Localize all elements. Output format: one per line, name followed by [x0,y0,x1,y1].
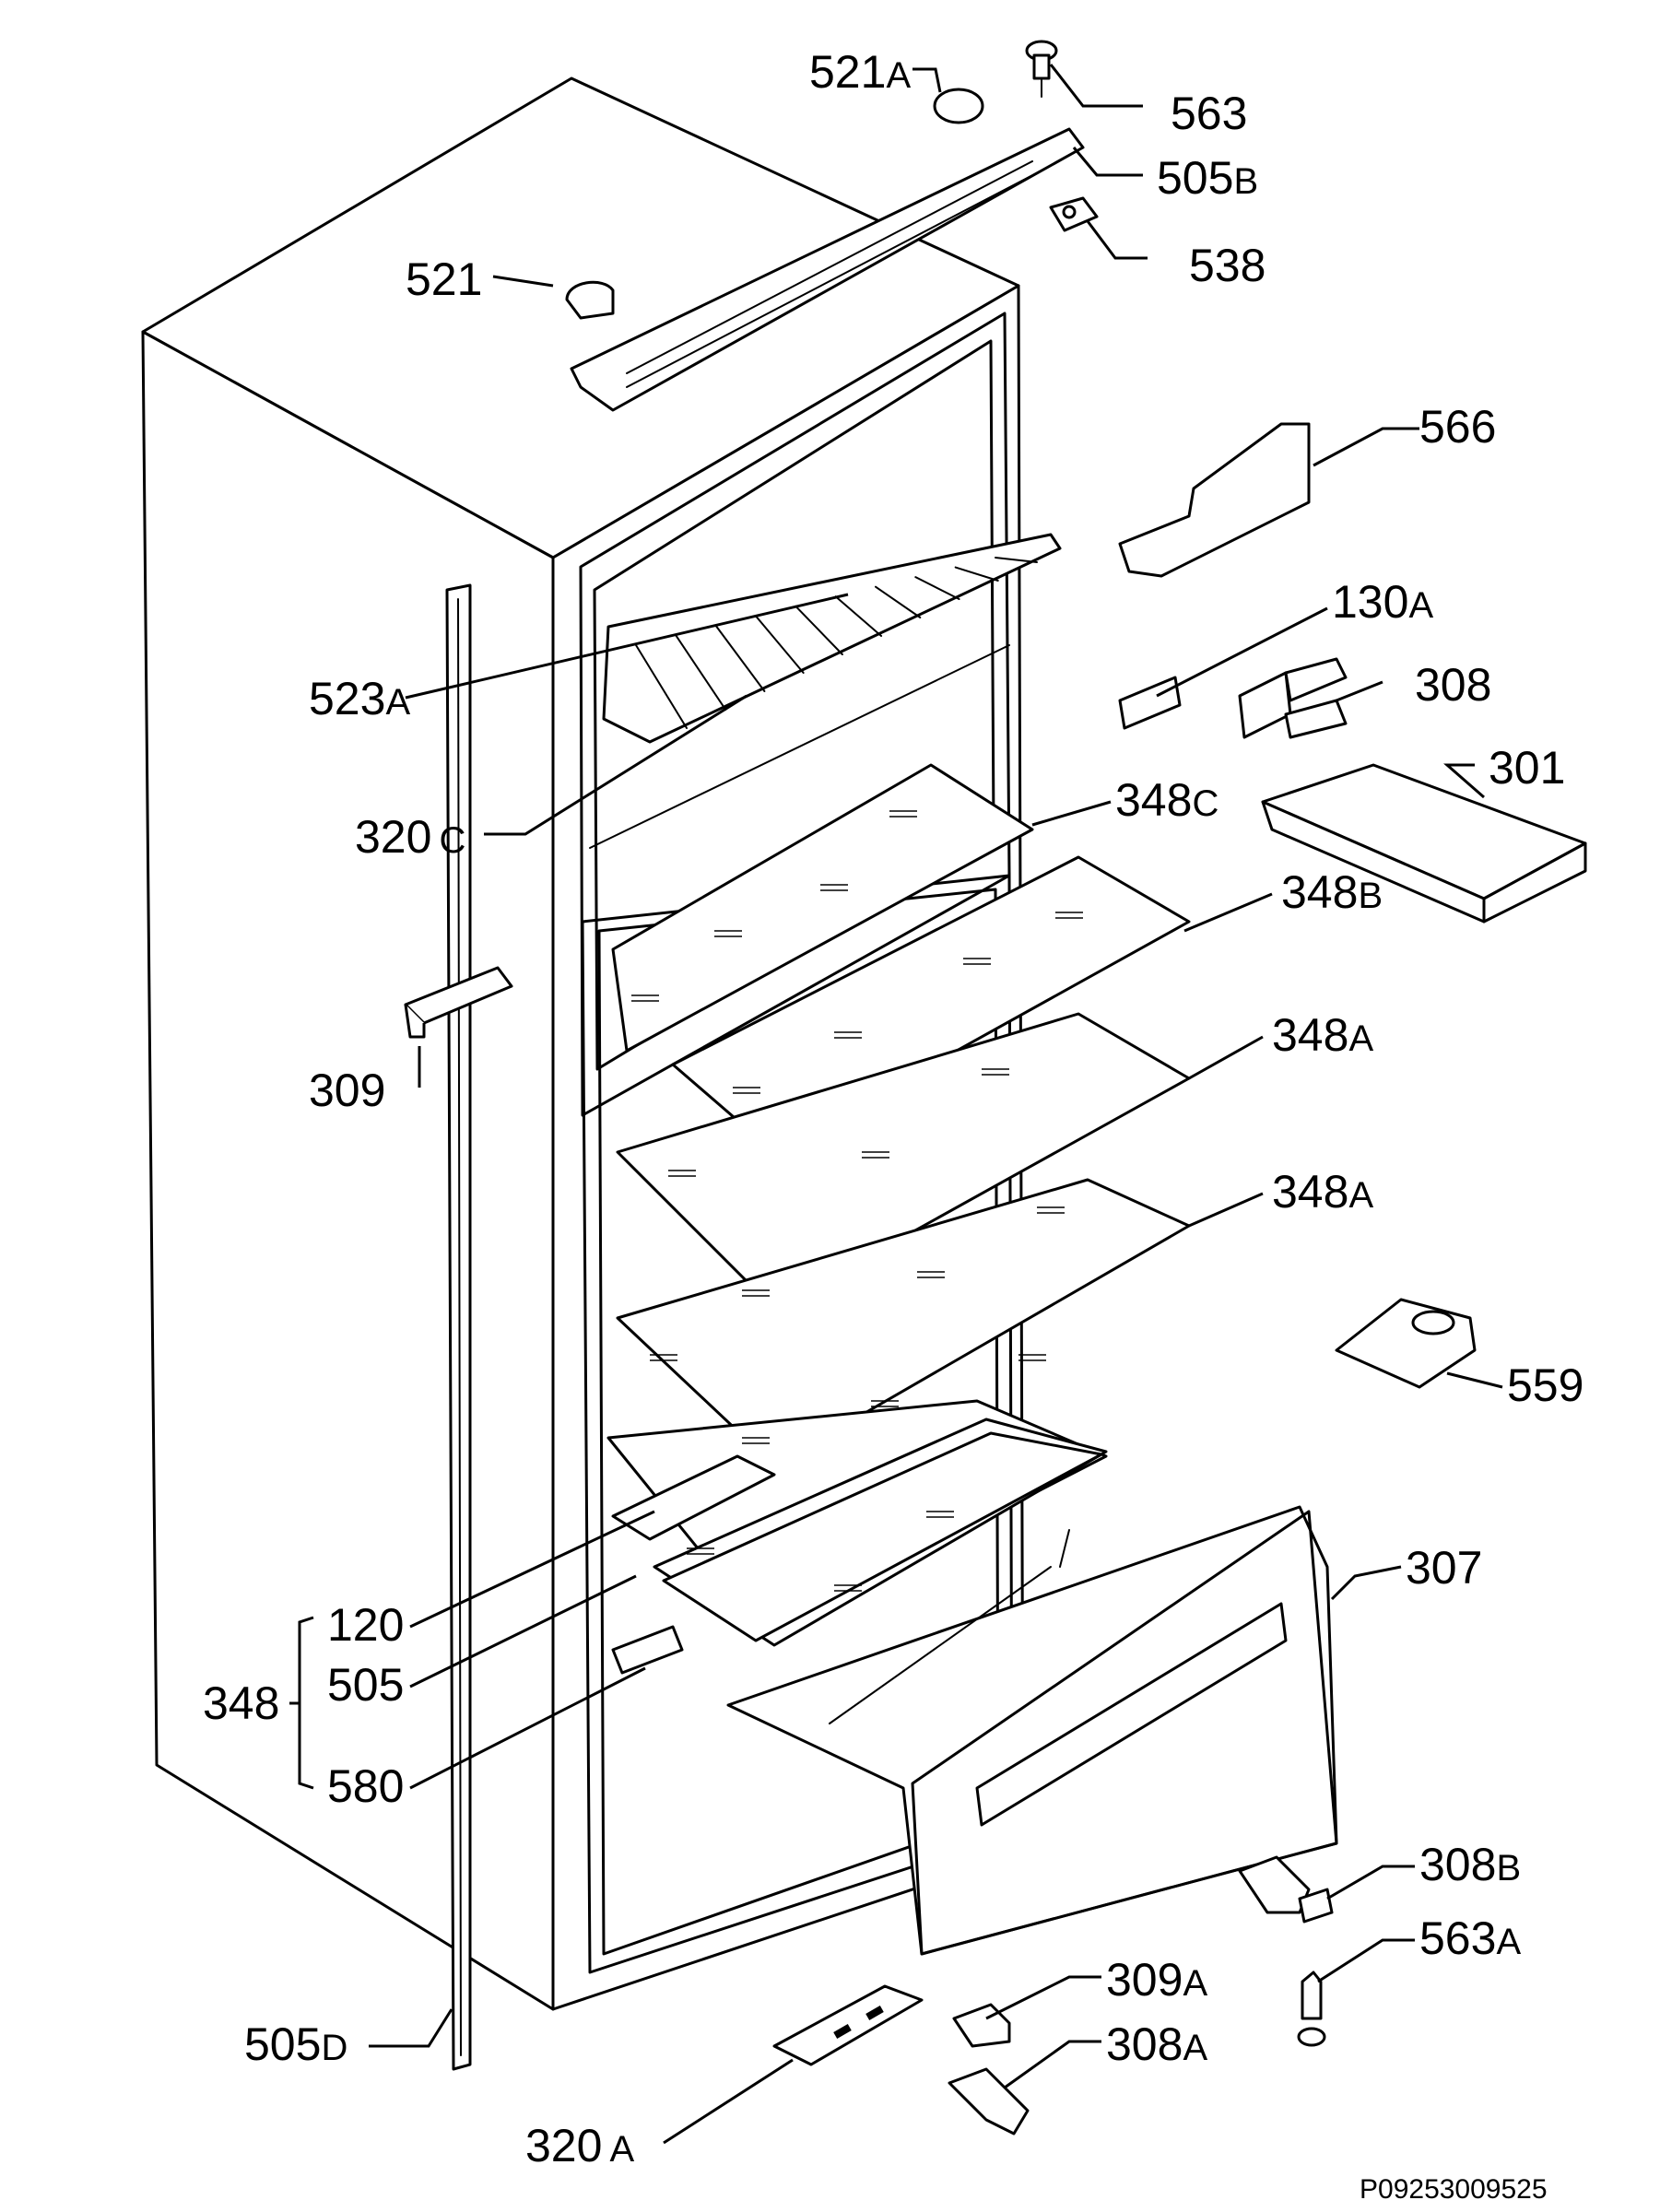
part-plate-130A [1118,676,1182,730]
grille-bar [834,595,883,637]
label-308B: 308B [1419,1839,1521,1890]
part-light-cover-559 [1335,1298,1477,1389]
freezer-grille [602,533,1062,744]
label-308A: 308A [1106,2018,1207,2070]
part-pin-563 [1025,40,1058,98]
label-563: 563 [1171,88,1247,139]
label-580: 580 [327,1760,404,1812]
label-307: 307 [1406,1542,1482,1594]
label-120: 120 [327,1599,404,1651]
part-cap-521A [933,88,984,124]
label-523A: 523A [309,673,410,724]
label-130A: 130A [1332,576,1433,628]
grille-bar [995,557,1038,563]
label-538: 538 [1189,240,1266,291]
part-hinge-308 [1238,657,1348,739]
part-pin-563A [1297,1971,1326,2047]
part-hinge-308B [1238,1855,1334,1924]
grille-bar [675,634,727,711]
part-switch-580 [611,1625,684,1675]
label-308: 308 [1415,659,1491,711]
label-348A-upper: 348A [1272,1009,1373,1061]
label-505D: 505D [244,2018,347,2070]
label-348A-lower: 348A [1272,1166,1373,1218]
label-348C: 348C [1115,774,1219,826]
top-hinge-bar [570,127,1085,412]
part-clip-309 [404,966,513,1039]
grille-bar [875,585,922,618]
label-566: 566 [1419,401,1496,453]
part-ice-tray-301 [1261,763,1587,924]
label-521: 521 [406,253,482,305]
part-hinge-308A [948,2067,1030,2136]
part-handle-566 [1118,422,1311,578]
part-rail-320A [772,1984,924,2066]
label-309A: 309A [1106,1954,1207,2006]
label-348: 348 [203,1677,279,1729]
label-505: 505 [327,1659,404,1711]
label-505B: 505B [1157,152,1258,204]
grille-bar [795,605,843,655]
part-cap-521 [565,280,615,320]
glass-shelves [606,763,1191,1647]
label-309: 309 [309,1065,385,1116]
label-559: 559 [1507,1359,1583,1411]
crisper-drawer [726,1505,1338,1956]
label-301: 301 [1489,742,1565,794]
door-seal-strip [445,583,472,2071]
part-bracket-538 [1049,196,1099,232]
grille-bar [755,615,805,674]
grille-bar [914,576,960,600]
grille-bar [635,644,688,729]
part-labels: 521A 563 505B 538 521 566 130A 308 523A … [203,46,1583,2171]
part-vent-120 [611,1454,776,1541]
leader-lines [289,64,1503,2145]
grille-bar [954,566,999,582]
label-348B: 348B [1281,866,1383,918]
grille-bar [714,624,766,692]
reference-code: P09253009525 [1360,2174,1548,2205]
label-563A: 563A [1419,1912,1521,1964]
label-521A: 521A [809,46,911,98]
